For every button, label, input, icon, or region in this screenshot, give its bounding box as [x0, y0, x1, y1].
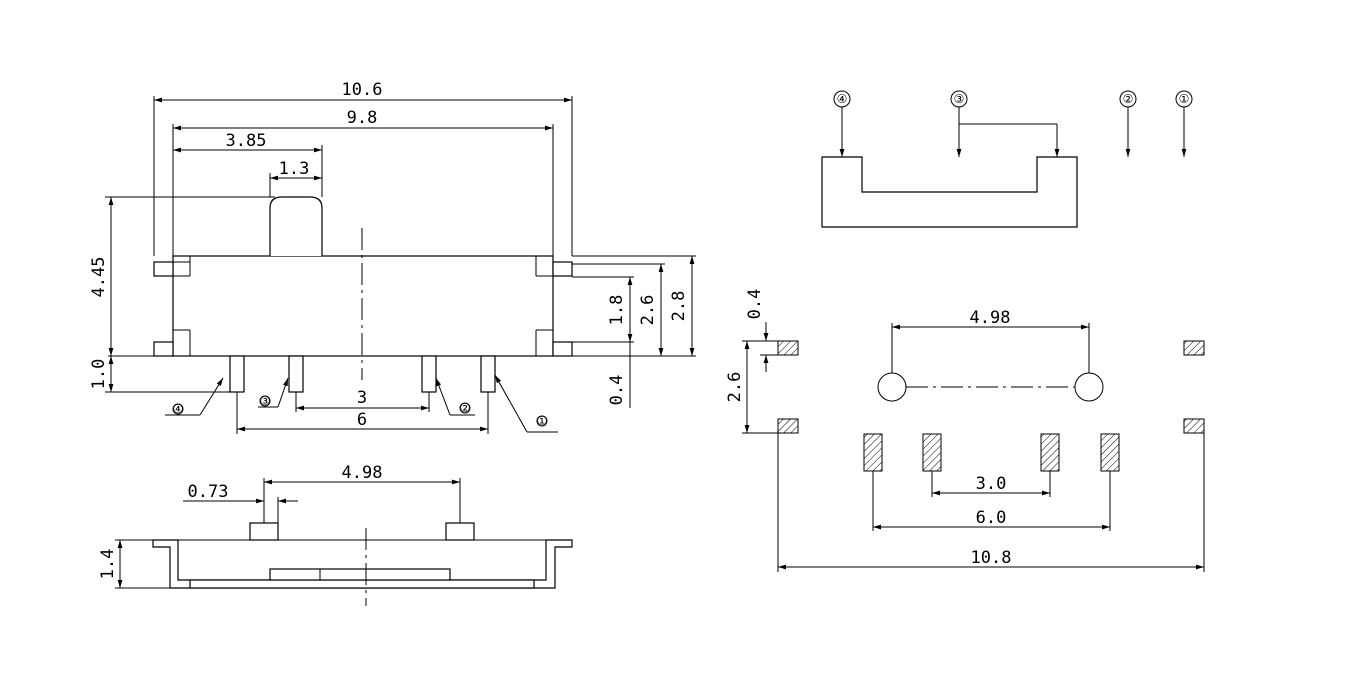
- dim-bottom-height: 1.4: [98, 549, 118, 580]
- pin-4: [229, 355, 245, 393]
- pin-pad-2: [1040, 433, 1060, 472]
- pin-view: ④ ③ ② ①: [821, 90, 1193, 228]
- pad-bottom-right: [1183, 418, 1205, 434]
- dim-terminal-offset: 0.4: [607, 375, 627, 406]
- dim-base-height: 1.0: [89, 359, 109, 390]
- mount-stud-right: [445, 522, 475, 541]
- slider-bar: [269, 568, 451, 581]
- dim-terminal-2-6: 2.6: [638, 295, 658, 326]
- pin-label-1: ①: [537, 414, 548, 428]
- dim-pcb-pitch-3: 3.0: [976, 474, 1007, 494]
- pad-top-left: [777, 340, 799, 356]
- bottom-view: 4.98 0.73 1.4: [98, 463, 573, 606]
- pin-view-label-4: ④: [837, 92, 848, 106]
- mount-hole-left: [877, 372, 907, 402]
- pin-3: [288, 355, 304, 393]
- dim-pad-vertical-pitch: 2.6: [725, 372, 745, 403]
- mount-stud-left: [249, 522, 279, 541]
- pin-pad-3: [922, 433, 942, 472]
- dim-pad-size: 0.4: [745, 289, 765, 320]
- bottom-plate: [189, 579, 535, 589]
- actuator-knob: [269, 196, 323, 256]
- dim-hole-pitch: 4.98: [970, 308, 1011, 328]
- front-view: 10.6 9.8 3.85 1.3 4.45 1.0 1.8 2.6 2.8: [89, 80, 696, 434]
- dim-actuator-small: 0.73: [188, 482, 229, 502]
- dim-overall-length: 10.6: [342, 80, 383, 100]
- dim-pcb-pitch-6: 6.0: [976, 508, 1007, 528]
- left-bottom-tab: [153, 341, 174, 357]
- pad-top-right: [1183, 340, 1205, 356]
- pcb-layout: 4.98 0.4 2.6 3.0 6.0 10.8: [725, 289, 1205, 572]
- pin-pad-4: [863, 433, 883, 472]
- switch-body: [172, 255, 554, 357]
- right-top-tab: [552, 261, 573, 277]
- pin-label-2: ②: [460, 401, 471, 415]
- dim-terminal-1-8: 1.8: [607, 295, 627, 326]
- dim-mounting-pitch: 4.98: [342, 463, 383, 483]
- pad-bottom-left: [777, 418, 799, 434]
- pin-2: [421, 355, 437, 393]
- pin-view-label-2: ②: [1123, 92, 1134, 106]
- pin-view-body: [821, 156, 1078, 228]
- pin-label-4: ④: [173, 402, 184, 416]
- dim-terminal-2-8: 2.8: [669, 291, 689, 322]
- dim-actuator-width: 1.3: [279, 159, 310, 179]
- pin-1: [480, 355, 496, 393]
- left-top-tab: [153, 261, 174, 277]
- dim-pin-pitch-3: 3: [357, 388, 367, 408]
- pin-pad-1: [1100, 433, 1120, 472]
- pin-label-3: ③: [260, 394, 271, 408]
- dim-body-length: 9.8: [347, 108, 378, 128]
- right-bottom-tab: [552, 341, 573, 357]
- dim-pin-pitch-6: 6: [357, 410, 367, 430]
- dim-overall-width: 10.8: [971, 548, 1012, 568]
- mount-hole-right: [1074, 372, 1104, 402]
- pin-view-label-3: ③: [954, 92, 965, 106]
- pin-view-label-1: ①: [1179, 92, 1190, 106]
- dim-actuator-offset: 3.85: [226, 131, 267, 151]
- dim-total-height: 4.45: [89, 257, 109, 298]
